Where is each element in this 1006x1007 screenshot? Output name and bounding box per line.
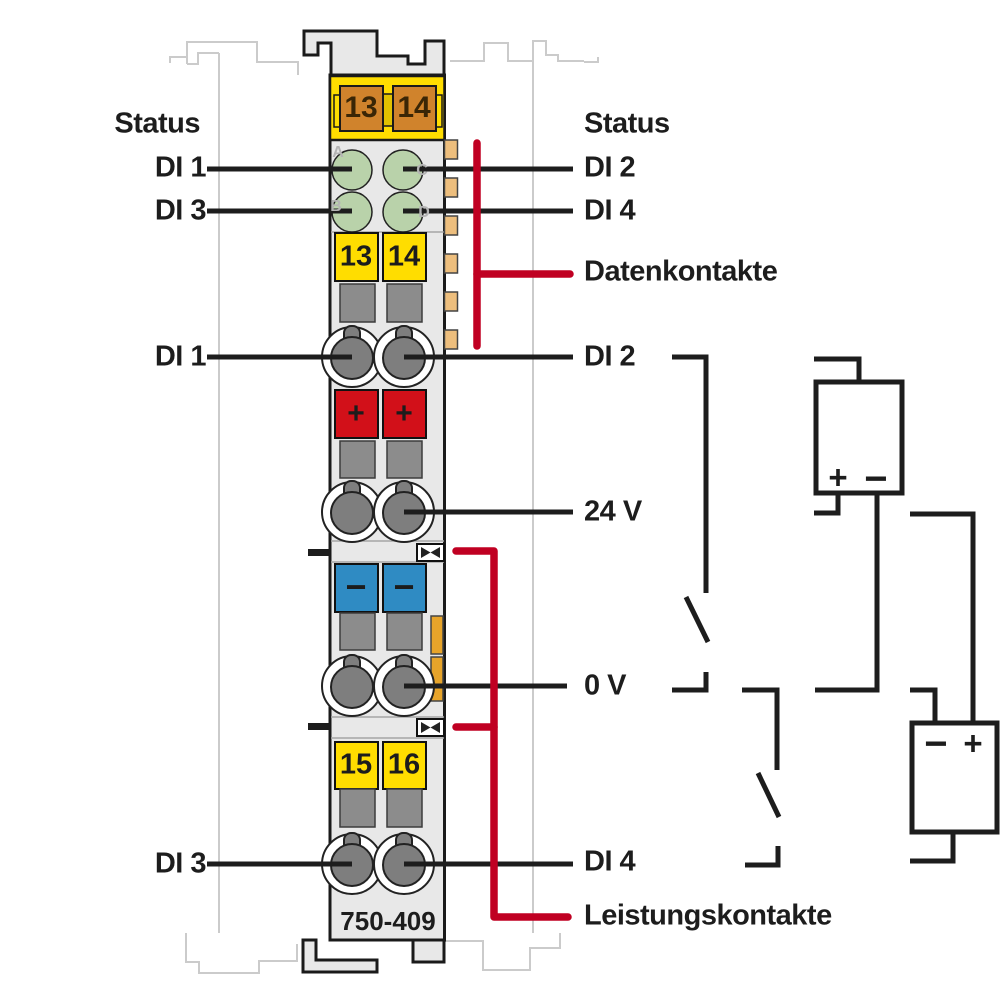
bowtie-contact-top xyxy=(421,547,440,558)
label-di2-terminal: DI 2 xyxy=(584,340,636,373)
bus-contact-14-label: 14 xyxy=(397,91,431,124)
power-supply-1 xyxy=(813,356,905,693)
minus-blocks xyxy=(334,563,427,613)
bus-contact-13-label: 13 xyxy=(344,91,378,124)
leistungskontakte-line xyxy=(452,547,572,921)
switch-di2 xyxy=(672,354,711,693)
psu2-plus-mark: + xyxy=(963,724,983,762)
ghost-module-right xyxy=(444,40,599,971)
label-di1-led: DI 1 xyxy=(154,151,207,184)
psu2-minus-mark: − xyxy=(924,722,948,766)
ghost-module-left xyxy=(169,41,299,974)
plus-block-label-2: + xyxy=(395,397,413,430)
plus-blocks xyxy=(334,389,427,439)
left-power-tick-top xyxy=(308,549,330,556)
led-letter-c: C xyxy=(416,162,428,179)
example-circuit xyxy=(672,354,1000,868)
bus-contact-14 xyxy=(392,85,437,132)
psu1-minus-mark: − xyxy=(864,457,888,501)
label-di3-led: DI 3 xyxy=(154,194,207,227)
data-contacts xyxy=(443,139,459,350)
minus-block-label-2: − xyxy=(393,566,415,607)
clamp-labels-top xyxy=(334,232,427,282)
module-foot-hook xyxy=(301,938,379,974)
label-di4-terminal: DI 4 xyxy=(584,845,636,878)
module-top-cap xyxy=(302,29,446,77)
switch-di4 xyxy=(742,687,782,868)
clamp-labels-bottom xyxy=(334,741,427,790)
red-contact-lines xyxy=(452,139,574,921)
label-di3-terminal: DI 3 xyxy=(154,847,207,880)
bus-contact-13 xyxy=(339,85,384,132)
left-power-tick-bottom xyxy=(308,723,330,730)
part-number: 750-409 xyxy=(340,906,436,936)
label-24v: 24 V xyxy=(584,495,642,528)
module-foot-tab xyxy=(411,938,446,964)
bowtie-contact-bottom xyxy=(421,722,440,733)
label-di1-terminal: DI 1 xyxy=(154,340,207,373)
label-datenkontakte: Datenkontakte xyxy=(584,255,778,288)
label-di2-led: DI 2 xyxy=(584,151,636,184)
signal-lines xyxy=(207,166,573,867)
led-letter-b: B xyxy=(330,198,342,215)
plus-block-label-1: + xyxy=(347,397,365,430)
bus-connector xyxy=(328,74,446,142)
label-status-right: Status xyxy=(584,107,670,140)
clamp-16-label: 16 xyxy=(387,748,421,781)
clamp-13-label: 13 xyxy=(339,240,373,273)
minus-block-label-1: − xyxy=(345,566,367,607)
psu1-plus-mark: + xyxy=(828,458,848,496)
clamp-14-label: 14 xyxy=(387,240,421,273)
label-leistungskontakte: Leistungskontakte xyxy=(584,899,832,932)
label-di4-led: DI 4 xyxy=(584,194,636,227)
power-jumper-contacts xyxy=(308,543,445,737)
label-status-left: Status xyxy=(114,107,200,140)
clamp-15-label: 15 xyxy=(339,748,373,781)
led-letter-d: D xyxy=(418,204,430,221)
wire-entries xyxy=(339,283,423,828)
led-letter-a: A xyxy=(332,144,344,161)
power-supply-2 xyxy=(909,511,1000,864)
label-0v: 0 V xyxy=(584,669,627,702)
